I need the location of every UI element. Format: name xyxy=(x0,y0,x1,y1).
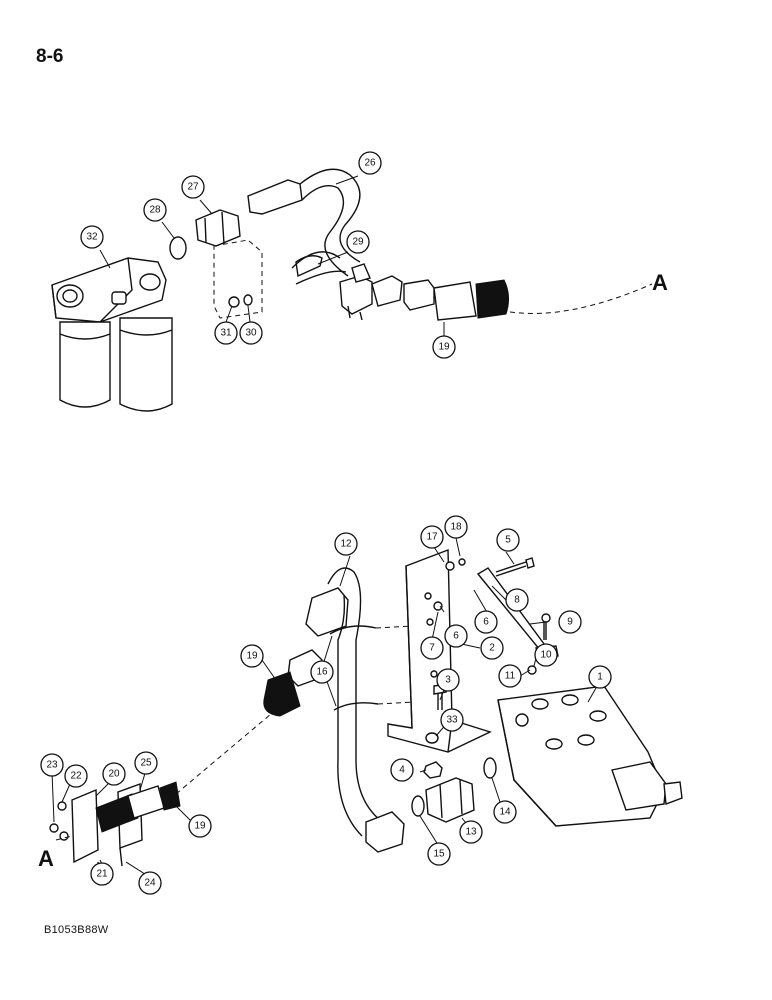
svg-text:4: 4 xyxy=(399,765,405,776)
callout-17: 17 xyxy=(420,525,444,549)
filter-assembly xyxy=(51,257,173,412)
callout-33: 33 xyxy=(440,708,464,732)
svg-text:28: 28 xyxy=(149,205,161,216)
adapter-13-and-rings xyxy=(411,757,497,823)
svg-text:7: 7 xyxy=(429,643,435,654)
callout-27: 27 xyxy=(181,175,205,199)
callout-26: 26 xyxy=(358,151,382,175)
svg-text:19: 19 xyxy=(194,821,206,832)
svg-text:12: 12 xyxy=(340,539,352,550)
callout-20: 20 xyxy=(102,762,126,786)
callout-8: 8 xyxy=(505,588,529,612)
callout-19-bottom: 19 xyxy=(188,814,212,838)
callout-2: 2 xyxy=(480,636,504,660)
svg-text:2: 2 xyxy=(489,643,495,654)
svg-text:29: 29 xyxy=(352,237,364,248)
page-number: 8-6 xyxy=(36,46,64,67)
callout-18: 18 xyxy=(444,515,468,539)
callout-22: 22 xyxy=(64,764,88,788)
callout-12: 12 xyxy=(334,532,358,556)
callout-14: 14 xyxy=(493,800,517,824)
callout-23: 23 xyxy=(40,753,64,777)
svg-text:31: 31 xyxy=(220,328,232,339)
callout-30: 30 xyxy=(239,321,263,345)
svg-text:30: 30 xyxy=(245,328,257,339)
callout-28: 28 xyxy=(143,198,167,222)
callout-4: 4 xyxy=(390,758,414,782)
hose-end-19-bottom xyxy=(263,649,323,717)
callout-25: 25 xyxy=(134,751,158,775)
svg-text:22: 22 xyxy=(70,771,82,782)
callout-19-mid: 19 xyxy=(240,644,264,668)
reference-letter-top: A xyxy=(652,270,668,295)
o-ring-28 xyxy=(169,236,187,260)
svg-text:32: 32 xyxy=(86,232,98,243)
callout-31: 31 xyxy=(214,321,238,345)
callout-5: 5 xyxy=(496,528,520,552)
callout-15: 15 xyxy=(427,842,451,866)
callout-13: 13 xyxy=(459,820,483,844)
svg-text:23: 23 xyxy=(46,760,58,771)
svg-text:14: 14 xyxy=(499,807,511,818)
callout-29: 29 xyxy=(346,230,370,254)
callout-21: 21 xyxy=(90,862,114,886)
callout-6-left: 6 xyxy=(444,624,468,648)
svg-text:10: 10 xyxy=(540,650,552,661)
bolts-and-nuts xyxy=(423,557,551,779)
svg-text:20: 20 xyxy=(108,769,120,780)
svg-text:16: 16 xyxy=(316,667,328,678)
hose-12 xyxy=(305,567,405,853)
svg-text:1: 1 xyxy=(597,672,603,683)
clip-29 xyxy=(295,255,323,278)
svg-text:13: 13 xyxy=(465,827,477,838)
svg-text:3: 3 xyxy=(445,675,451,686)
callout-10: 10 xyxy=(534,643,558,667)
svg-text:27: 27 xyxy=(187,182,199,193)
bracket-top xyxy=(213,239,263,319)
svg-text:25: 25 xyxy=(140,758,152,769)
washer-nut-30-31 xyxy=(228,294,253,308)
svg-text:26: 26 xyxy=(364,158,376,169)
tee-fitting xyxy=(339,263,403,321)
hose-26 xyxy=(247,168,361,285)
control-valve-1 xyxy=(497,685,683,827)
callout-9: 9 xyxy=(558,610,582,634)
svg-text:33: 33 xyxy=(446,715,458,726)
callout-3: 3 xyxy=(436,668,460,692)
svg-text:5: 5 xyxy=(505,535,511,546)
callout-32: 32 xyxy=(80,225,104,249)
hose-sleeve-25 xyxy=(95,781,181,833)
callout-6-right: 6 xyxy=(474,610,498,634)
svg-text:11: 11 xyxy=(505,671,516,682)
svg-text:19: 19 xyxy=(246,651,258,662)
callout-19-top: 19 xyxy=(432,335,456,359)
svg-text:21: 21 xyxy=(96,869,108,880)
callout-1: 1 xyxy=(588,665,612,689)
callout-7: 7 xyxy=(420,636,444,660)
svg-text:6: 6 xyxy=(483,617,489,628)
callout-11: 11 xyxy=(498,664,522,688)
svg-text:18: 18 xyxy=(450,522,462,533)
figure-code: B1053B88W xyxy=(44,924,109,936)
hose-end-19-top xyxy=(403,279,510,321)
adapter-27 xyxy=(195,209,241,247)
svg-text:24: 24 xyxy=(144,878,156,889)
callout-24: 24 xyxy=(138,871,162,895)
callout-16: 16 xyxy=(310,660,334,684)
reference-letter-bottom: A xyxy=(38,846,54,871)
svg-text:19: 19 xyxy=(438,342,450,353)
svg-text:17: 17 xyxy=(426,532,438,543)
svg-text:8: 8 xyxy=(514,595,520,606)
svg-text:6: 6 xyxy=(453,631,459,642)
svg-text:15: 15 xyxy=(433,849,445,860)
svg-text:9: 9 xyxy=(567,617,573,628)
u-clamps-16 xyxy=(329,625,415,711)
